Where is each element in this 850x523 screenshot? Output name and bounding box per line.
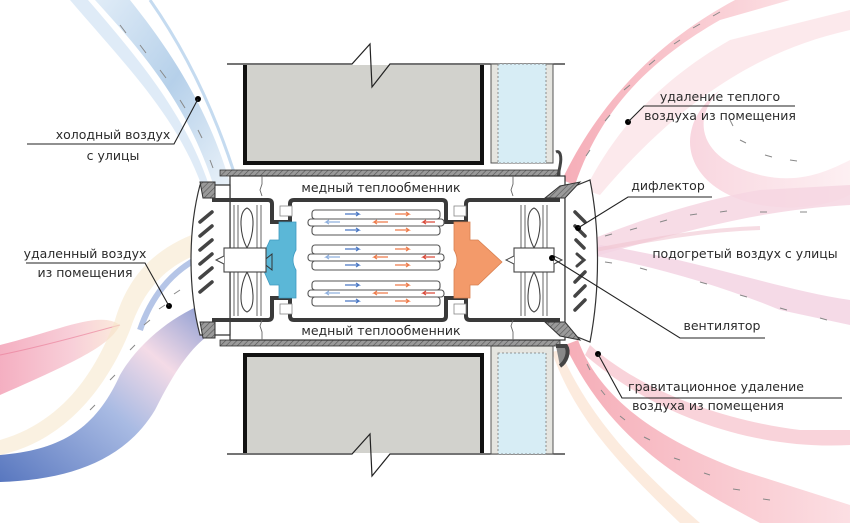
wall-bottom [219, 339, 570, 478]
svg-text:из помещения: из помещения [38, 265, 133, 280]
fan [504, 205, 564, 316]
label-deflector: дифлектор [575, 178, 712, 231]
label-heat-exchanger-top: медный теплообменник [301, 180, 461, 195]
svg-text:воздуха из помещения: воздуха из помещения [644, 108, 796, 123]
flow-arrows [89, 11, 828, 501]
svg-text:воздуха из помещения: воздуха из помещения [632, 398, 784, 413]
svg-text:удаленный воздух: удаленный воздух [24, 246, 147, 261]
svg-text:дифлектор: дифлектор [631, 178, 705, 193]
pink-stream-left [0, 319, 120, 395]
exhaust-air-stream [0, 300, 218, 482]
svg-text:холодный воздух: холодный воздух [56, 127, 171, 142]
heat-exchanger-tubes [307, 209, 445, 307]
label-removed-air: удаленный воздух из помещения [24, 246, 172, 309]
label-gravity-removal: гравитационное удаление воздуха из помещ… [595, 351, 842, 413]
gravity-removal-stream [565, 340, 850, 523]
warm-flow-arrow-block [453, 221, 503, 299]
label-fan: вентилятор [549, 255, 765, 339]
wall-top [219, 42, 565, 177]
cold-air-stream [95, 0, 232, 190]
svg-text:гравитационное удаление: гравитационное удаление [628, 379, 804, 394]
svg-text:удаление теплого: удаление теплого [660, 89, 780, 104]
label-warm-air-removal: удаление теплого воздуха из помещения [625, 89, 796, 125]
label-heat-exchanger-bottom: медный теплообменник [301, 323, 461, 338]
svg-text:с улицы: с улицы [87, 148, 140, 163]
svg-text:подогретый воздух с улицы: подогретый воздух с улицы [652, 246, 837, 261]
label-heated-air: подогретый воздух с улицы [652, 246, 837, 261]
svg-text:вентилятор: вентилятор [683, 318, 760, 333]
left-fan [214, 205, 267, 316]
left-grille [190, 181, 231, 339]
tube-group-3 [307, 280, 445, 307]
label-cold-air: холодный воздух с улицы [27, 96, 201, 163]
